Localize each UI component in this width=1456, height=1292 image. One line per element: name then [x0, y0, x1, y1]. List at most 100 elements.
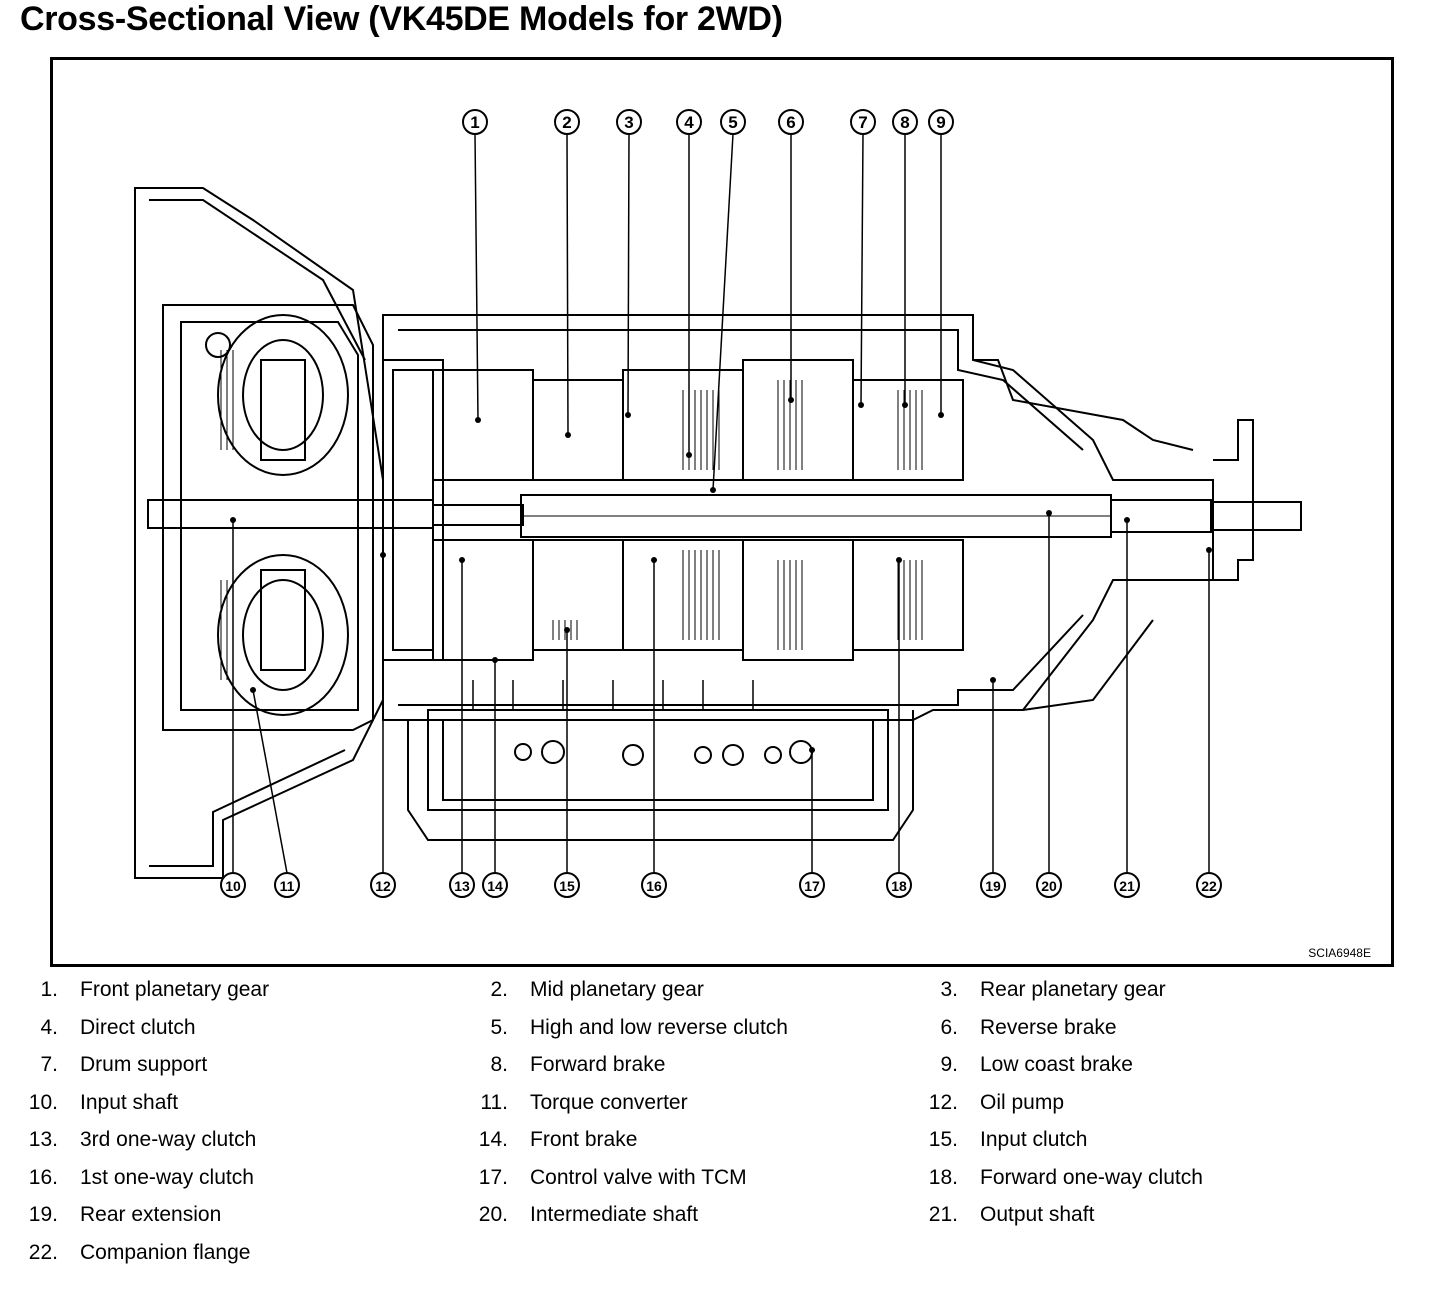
leader-dot — [710, 487, 716, 493]
legend-number: 21. — [928, 1203, 958, 1226]
callout-number: 3 — [624, 113, 633, 132]
legend-number: 13. — [28, 1128, 58, 1151]
callout-circle — [370, 872, 396, 898]
callout-circle — [1196, 872, 1222, 898]
page-title: Cross-Sectional View (VK45DE Models for … — [20, 0, 783, 38]
leader-dot — [1206, 547, 1212, 553]
callout-number: 15 — [559, 878, 575, 894]
callout-number: 5 — [728, 113, 737, 132]
callout-circle — [778, 109, 804, 135]
callout-number: 8 — [900, 113, 909, 132]
leader-dot — [564, 627, 570, 633]
callout-number: 7 — [858, 113, 867, 132]
callout-number: 19 — [985, 878, 1001, 894]
callout-4: 4 — [676, 109, 702, 458]
leader-dot — [492, 657, 498, 663]
callout-circle — [928, 109, 954, 135]
callout-circle — [554, 872, 580, 898]
legend-number: 9. — [940, 1053, 958, 1076]
leader-dot — [990, 677, 996, 683]
callout-circle — [274, 872, 300, 898]
callout-6: 6 — [778, 109, 804, 403]
callout-13: 13 — [449, 557, 475, 898]
callout-5: 5 — [710, 109, 746, 493]
callout-circle — [676, 109, 702, 135]
leader-line — [566, 133, 569, 436]
callout-number: 22 — [1201, 878, 1217, 894]
legend-label: Output shaft — [980, 1203, 1095, 1226]
legend-label: Intermediate shaft — [530, 1203, 699, 1226]
legend-number: 6. — [940, 1015, 958, 1039]
callout-number: 12 — [375, 878, 391, 894]
callout-number: 4 — [684, 113, 694, 132]
legend-label: High and low reverse clutch — [530, 1015, 788, 1039]
legend-number: 2. — [490, 978, 508, 1001]
legend-number: 8. — [490, 1053, 508, 1076]
legend-label: Front brake — [530, 1128, 638, 1151]
legend-label: Reverse brake — [980, 1015, 1117, 1039]
legend-number: 20. — [478, 1203, 508, 1226]
callout-circle — [616, 109, 642, 135]
transmission-drawing — [134, 187, 1302, 879]
legend-label: Forward brake — [530, 1053, 666, 1076]
legend-label: Mid planetary gear — [530, 978, 704, 1001]
callout-21: 21 — [1114, 517, 1140, 898]
callout-circle — [886, 872, 912, 898]
callout-10: 10 — [220, 517, 246, 898]
legend-label: Torque converter — [530, 1090, 688, 1114]
leader-dot — [938, 412, 944, 418]
callout-number: 21 — [1119, 878, 1135, 894]
callout-number: 14 — [487, 878, 503, 894]
legend-label: Low coast brake — [980, 1053, 1133, 1076]
callout-number: 1 — [470, 113, 479, 132]
legend-number: 4. — [40, 1015, 58, 1039]
callout-circle — [720, 109, 746, 135]
legend-number: 19. — [28, 1203, 58, 1226]
callout-20: 20 — [1036, 510, 1062, 898]
callout-11: 11 — [250, 687, 300, 898]
legend-label: Forward one-way clutch — [980, 1165, 1203, 1189]
legend-number: 16. — [28, 1165, 58, 1189]
legend-number: 15. — [928, 1128, 958, 1151]
legend-label: 1st one-way clutch — [80, 1165, 254, 1189]
callout-number: 10 — [225, 878, 241, 894]
leader-dot — [686, 452, 692, 458]
callout-19: 19 — [980, 677, 1006, 898]
legend-number: 17. — [478, 1165, 508, 1189]
legend-label: Rear planetary gear — [980, 978, 1166, 1001]
legend-number: 7. — [40, 1053, 58, 1076]
leader-dot — [565, 432, 571, 438]
callout-9: 9 — [928, 109, 954, 418]
leader-dot — [230, 517, 236, 523]
callout-1: 1 — [462, 109, 488, 423]
callout-15: 15 — [554, 627, 580, 898]
leader-dot — [858, 402, 864, 408]
callout-circle — [980, 872, 1006, 898]
legend-label: 3rd one-way clutch — [80, 1128, 257, 1151]
callout-number: 9 — [936, 113, 945, 132]
leader-dot — [459, 557, 465, 563]
leader-line — [474, 133, 479, 421]
legend-number: 5. — [490, 1015, 508, 1039]
legend-label: Input clutch — [980, 1128, 1088, 1151]
callout-3: 3 — [616, 109, 642, 418]
figure-code: SCIA6948E — [1308, 946, 1371, 960]
leader-line — [252, 689, 288, 874]
callout-circle — [462, 109, 488, 135]
leader-dot — [788, 397, 794, 403]
callout-circle — [892, 109, 918, 135]
callout-17: 17 — [799, 747, 825, 898]
legend-label: Companion flange — [80, 1240, 251, 1264]
callout-circle — [554, 109, 580, 135]
leader-dot — [651, 557, 657, 563]
callout-circle — [1036, 872, 1062, 898]
callout-18: 18 — [886, 557, 912, 898]
legend-number: 1. — [40, 978, 58, 1001]
legend-number: 3. — [940, 978, 958, 1001]
leader-line — [860, 133, 864, 406]
legend-number: 11. — [480, 1090, 508, 1114]
leader-dot — [1124, 517, 1130, 523]
leader-dot — [625, 412, 631, 418]
